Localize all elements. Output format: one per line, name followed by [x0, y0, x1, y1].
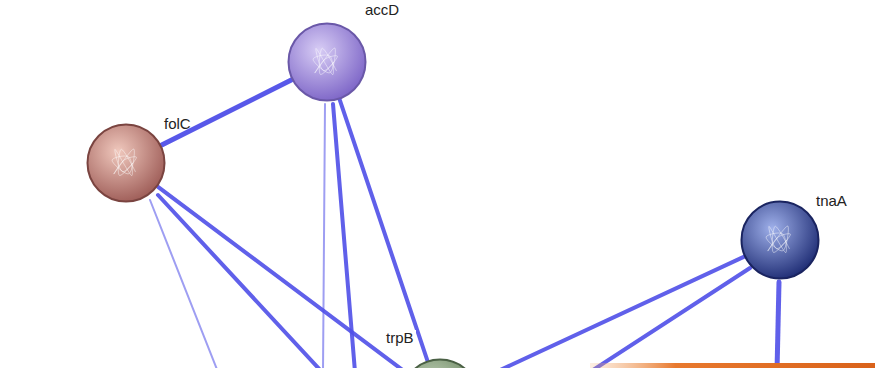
- protein-node: tnaA: [740, 200, 820, 280]
- node-circle: [88, 125, 165, 202]
- interaction-edge: [340, 100, 427, 360]
- structure-glyph: [766, 226, 790, 253]
- edge-line: [777, 282, 779, 368]
- interaction-edge: [476, 257, 743, 368]
- node-label: accD: [365, 2, 399, 19]
- interaction-edge: [158, 187, 408, 368]
- protein-node: folC: [86, 123, 166, 203]
- protein-node: trpB: [400, 358, 480, 368]
- edge-line: [158, 195, 322, 368]
- protein-sphere: [287, 22, 367, 102]
- protein-sphere: [86, 123, 166, 203]
- protein-sphere: [400, 358, 480, 368]
- node-label: tnaA: [816, 193, 847, 210]
- node-circle: [742, 202, 819, 279]
- node-circle: [289, 24, 366, 101]
- interaction-edge: [162, 80, 292, 145]
- node-label: trpB: [384, 330, 416, 347]
- decor-bar: [590, 363, 875, 368]
- protein-node: accD: [287, 22, 367, 102]
- edge-line: [323, 104, 325, 368]
- node-label: folC: [164, 116, 191, 133]
- protein-sphere: [740, 200, 820, 280]
- structure-glyph: [112, 149, 136, 176]
- node-circle: [402, 360, 479, 368]
- structure-glyph: [313, 48, 337, 75]
